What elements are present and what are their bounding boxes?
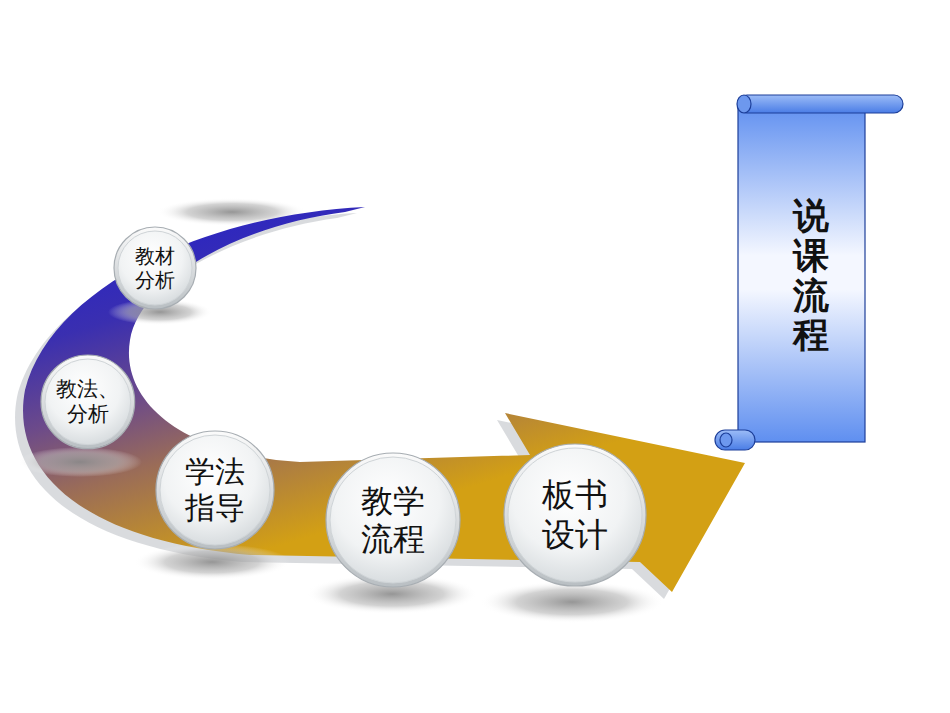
step-circle: 教法、 分析 [40,354,136,450]
step-circle: 教学 流程 [325,452,461,588]
step-label: 教法、 分析 [53,377,122,427]
circle-rim [326,453,460,587]
shadow [480,581,664,623]
step-circle: 学法 指导 [155,430,275,550]
scroll-curl [720,433,732,447]
circle-face [160,435,270,545]
circle-rim [41,355,135,449]
circle-rim [156,431,274,549]
circle-face [508,448,642,582]
step-circle: 教材 分析 [113,226,197,310]
circle-face [118,231,192,305]
title-text: 说课流程 [793,196,829,354]
scroll-curl [737,95,751,113]
scroll-bottom-roll [715,430,755,450]
scroll-top-roll [738,95,903,113]
circle-face [330,457,456,583]
step-label: 板书 设计 [537,475,613,554]
circle-face [45,359,131,445]
shadow [18,447,142,477]
step-label: 学法 指导 [181,454,250,526]
step-circle: 板书 设计 [503,443,647,587]
step-label: 教材 分析 [132,244,178,292]
title-scroll: 说课流程 [718,95,885,452]
ribbon-arrow [23,207,745,592]
scroll-body [738,103,865,442]
circle-rim [504,444,646,586]
ribbon-shadow [15,213,737,599]
step-label: 教学 流程 [356,482,430,559]
circle-rim [114,227,196,309]
